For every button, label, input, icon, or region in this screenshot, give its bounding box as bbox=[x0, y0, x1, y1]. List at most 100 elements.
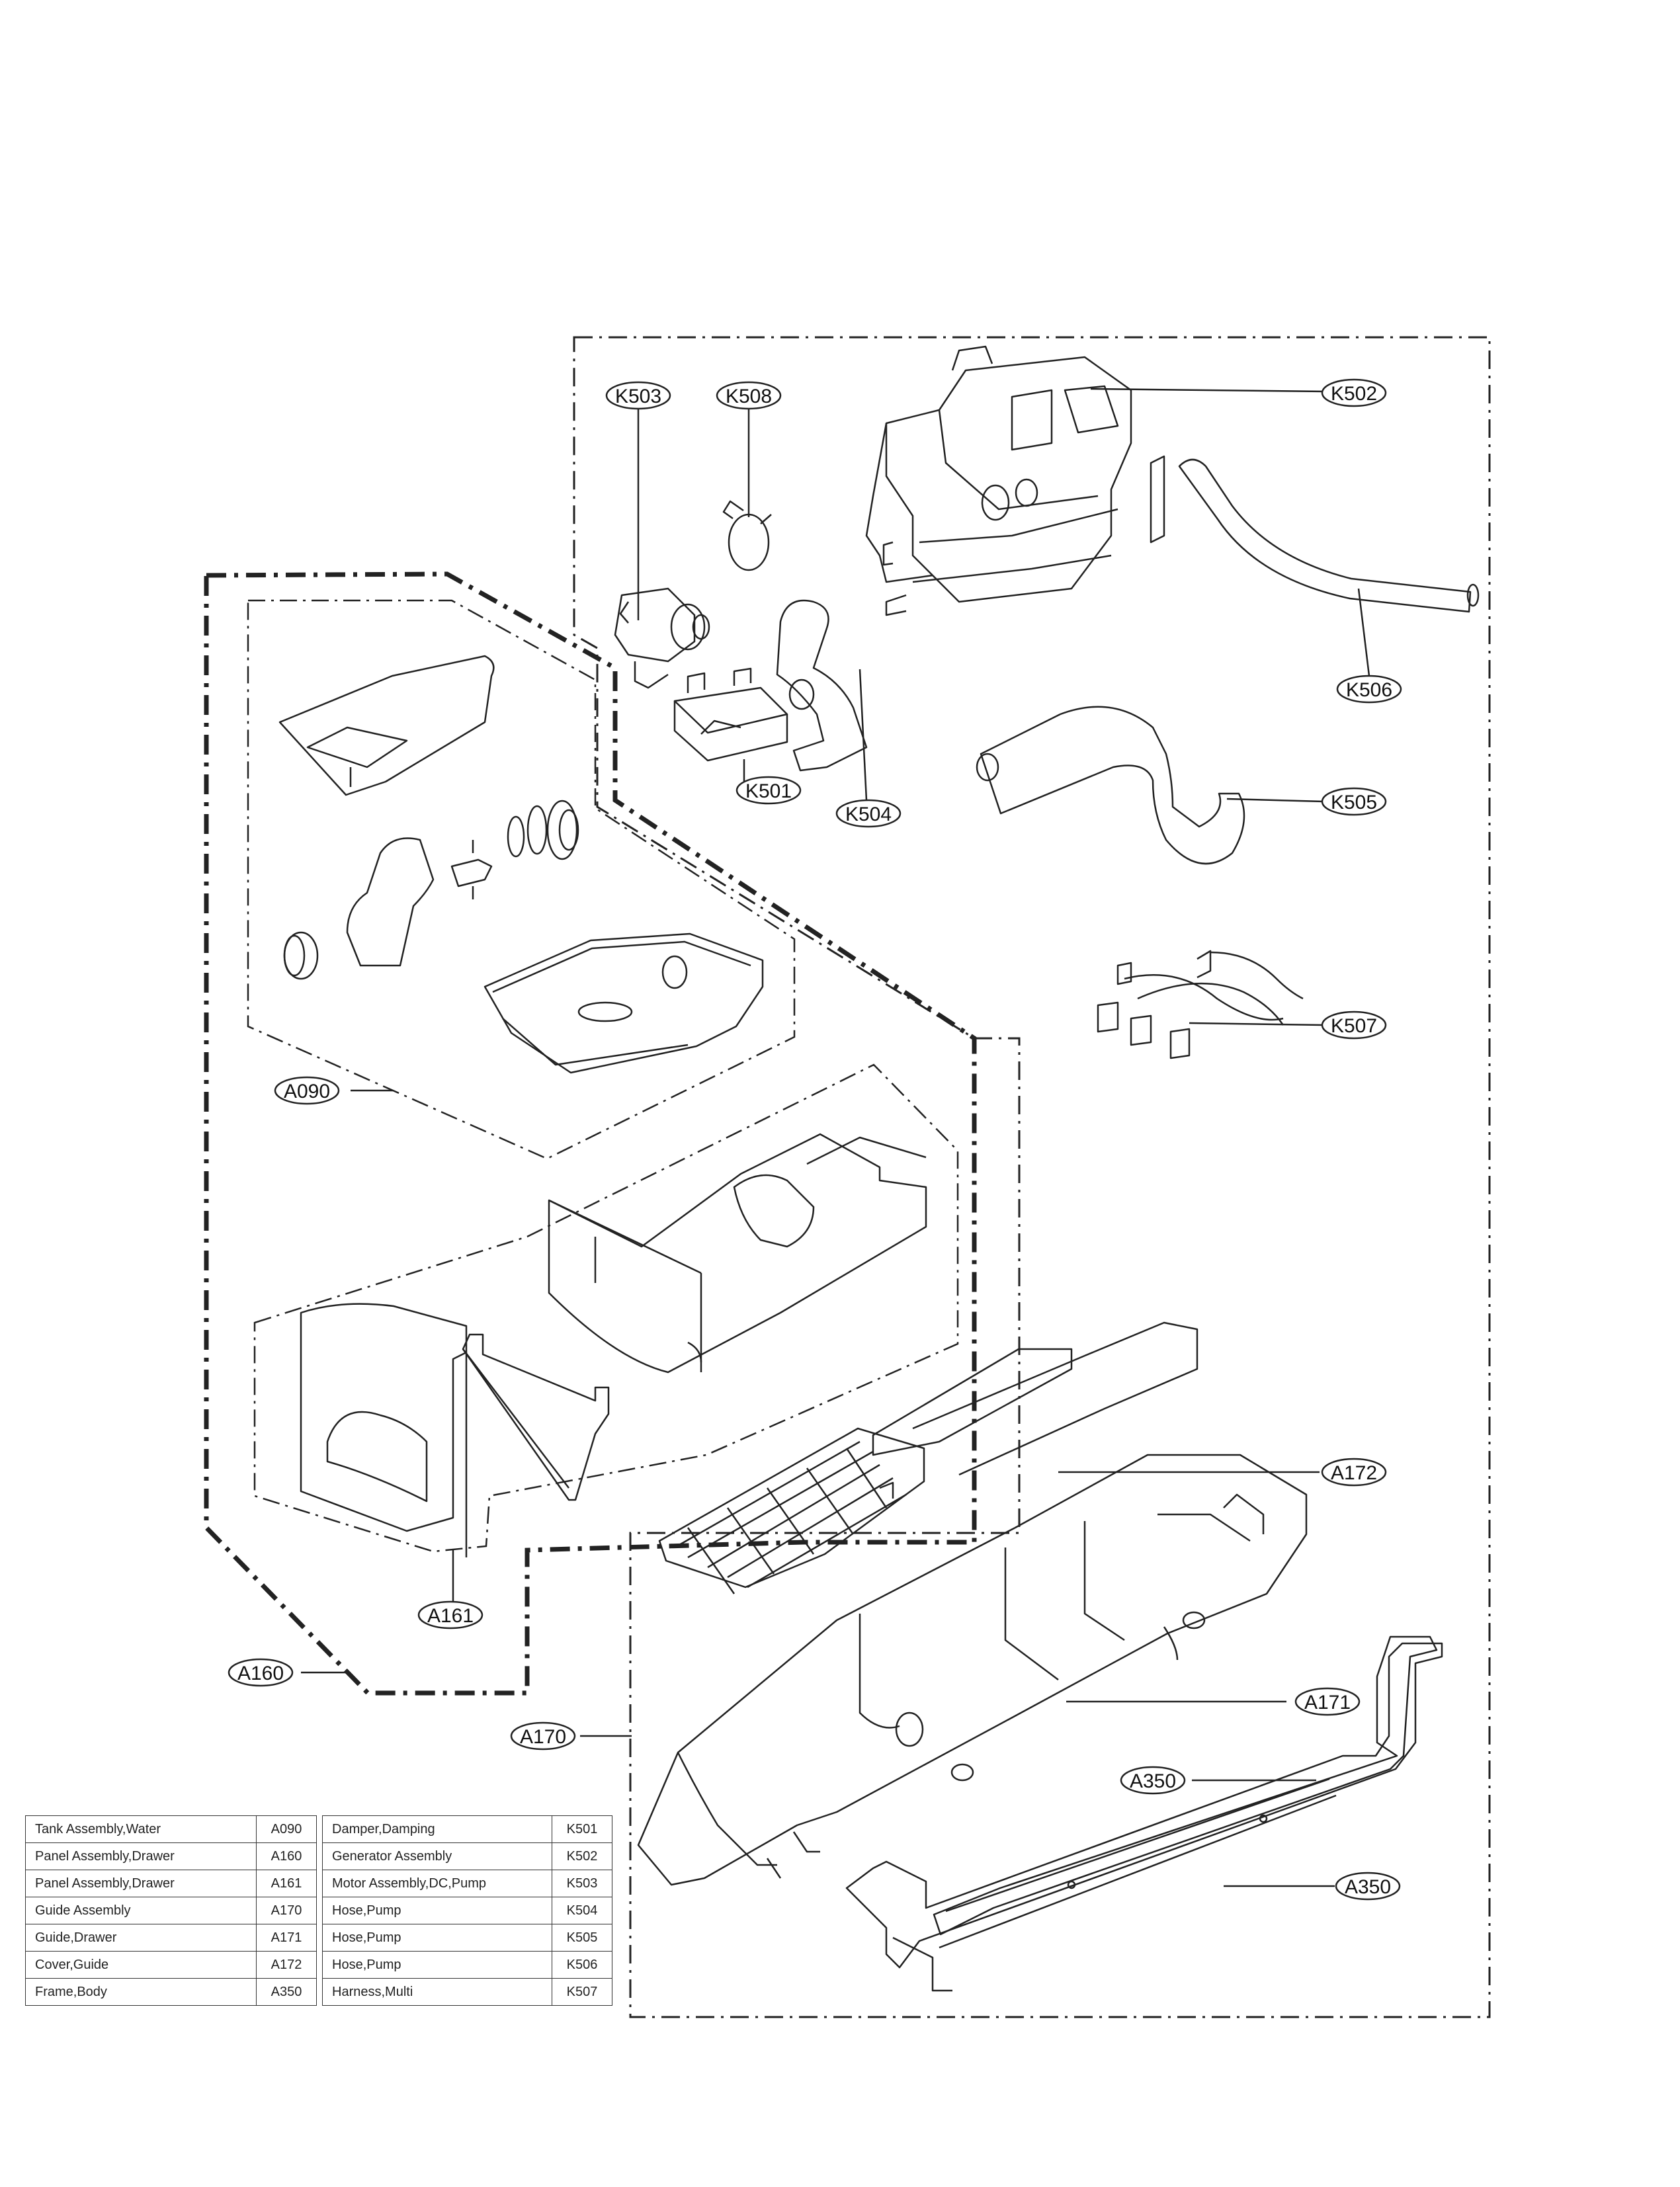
callout-K505: K505 bbox=[1321, 787, 1387, 816]
steam-generator-group-boundary bbox=[573, 336, 1491, 2018]
callout-K508: K508 bbox=[716, 381, 782, 410]
callout-label: K502 bbox=[1331, 383, 1377, 405]
frame-body-lower-a350 bbox=[845, 1642, 1443, 1992]
callout-K501: K501 bbox=[735, 776, 802, 805]
callout-A170: A170 bbox=[510, 1721, 576, 1751]
part-code: A161 bbox=[256, 1870, 317, 1897]
clamp-k508 bbox=[722, 500, 772, 571]
callout-K507: K507 bbox=[1321, 1011, 1387, 1040]
callout-label: K505 bbox=[1331, 792, 1377, 813]
callout-A350-upper: A350 bbox=[1120, 1766, 1186, 1795]
part-name: Panel Assembly,Drawer bbox=[25, 1870, 257, 1897]
part-name: Guide Assembly bbox=[25, 1897, 257, 1924]
callout-K502: K502 bbox=[1321, 378, 1387, 407]
drawer-body-a161 bbox=[548, 1133, 927, 1374]
hose-k506 bbox=[1178, 458, 1480, 613]
cover-guide-strip-a172 bbox=[872, 1321, 1198, 1499]
part-code: A170 bbox=[256, 1897, 317, 1924]
callout-A171: A171 bbox=[1294, 1687, 1361, 1716]
callout-A160: A160 bbox=[228, 1658, 294, 1687]
part-name: Hose,Pump bbox=[322, 1897, 552, 1924]
harness-k507 bbox=[1097, 950, 1304, 1059]
part-code: A160 bbox=[256, 1842, 317, 1870]
part-name: Guide,Drawer bbox=[25, 1924, 257, 1952]
damper-k501 bbox=[673, 667, 788, 762]
part-code: A171 bbox=[256, 1924, 317, 1952]
leader-lines bbox=[301, 388, 1370, 1887]
callout-K506: K506 bbox=[1336, 675, 1402, 704]
callout-label: A090 bbox=[284, 1081, 330, 1102]
hose-k505 bbox=[976, 706, 1245, 865]
tank-body-a090 bbox=[483, 932, 764, 1074]
panel-drawer-assembly-boundary bbox=[204, 571, 977, 1696]
part-name: Frame,Body bbox=[25, 1978, 257, 2006]
callout-label: A350 bbox=[1345, 1876, 1391, 1898]
cover-guide-grid-a172 bbox=[658, 1427, 925, 1594]
callout-label: A160 bbox=[237, 1663, 284, 1684]
part-name: Tank Assembly,Water bbox=[25, 1815, 257, 1843]
part-name: Hose,Pump bbox=[322, 1924, 552, 1952]
callout-label: A350 bbox=[1130, 1770, 1176, 1792]
callout-A090: A090 bbox=[274, 1076, 340, 1105]
pump-motor-k503 bbox=[614, 587, 710, 689]
drawer-front-panel-a161 bbox=[300, 1303, 468, 1557]
callout-label: K507 bbox=[1331, 1015, 1377, 1037]
tank-lid-a090 bbox=[278, 655, 495, 796]
callout-A172: A172 bbox=[1321, 1458, 1387, 1487]
part-name: Damper,Damping bbox=[322, 1815, 552, 1843]
generator-assembly-k502 bbox=[865, 345, 1165, 616]
callout-A161: A161 bbox=[417, 1600, 483, 1630]
part-code: K505 bbox=[552, 1924, 612, 1952]
callout-label: K508 bbox=[726, 386, 772, 407]
callout-K504: K504 bbox=[835, 799, 902, 828]
callout-label: A170 bbox=[520, 1726, 566, 1748]
part-code: K504 bbox=[552, 1897, 612, 1924]
part-code: K503 bbox=[552, 1870, 612, 1897]
part-name: Cover,Guide bbox=[25, 1951, 257, 1979]
part-code: K502 bbox=[552, 1842, 612, 1870]
part-code: K501 bbox=[552, 1815, 612, 1843]
callout-K503: K503 bbox=[605, 381, 671, 410]
part-name: Panel Assembly,Drawer bbox=[25, 1842, 257, 1870]
callout-label: A171 bbox=[1304, 1692, 1351, 1713]
part-code: K506 bbox=[552, 1951, 612, 1979]
callout-label: K506 bbox=[1346, 679, 1392, 701]
part-code: A350 bbox=[256, 1978, 317, 2006]
callout-A350-lower: A350 bbox=[1335, 1872, 1401, 1901]
part-name: Motor Assembly,DC,Pump bbox=[322, 1870, 552, 1897]
part-name: Generator Assembly bbox=[322, 1842, 552, 1870]
part-code: A172 bbox=[256, 1951, 317, 1979]
tank-small-parts-a090 bbox=[283, 800, 579, 980]
callout-label: A172 bbox=[1331, 1462, 1377, 1484]
part-name: Hose,Pump bbox=[322, 1951, 552, 1979]
part-code: A090 bbox=[256, 1815, 317, 1843]
callout-label: K504 bbox=[845, 804, 892, 825]
part-code: K507 bbox=[552, 1978, 612, 2006]
callout-label: K503 bbox=[615, 386, 661, 407]
callout-label: A161 bbox=[427, 1605, 474, 1627]
drawer-panel-boundary bbox=[253, 1063, 959, 1553]
callout-label: K501 bbox=[745, 780, 792, 802]
drawer-bracket-a161 bbox=[462, 1333, 610, 1501]
part-name: Harness,Multi bbox=[322, 1978, 552, 2006]
drawer-guide-a171 bbox=[637, 1454, 1308, 1886]
hose-k504 bbox=[776, 599, 868, 772]
tank-assembly-boundary bbox=[247, 599, 796, 1160]
